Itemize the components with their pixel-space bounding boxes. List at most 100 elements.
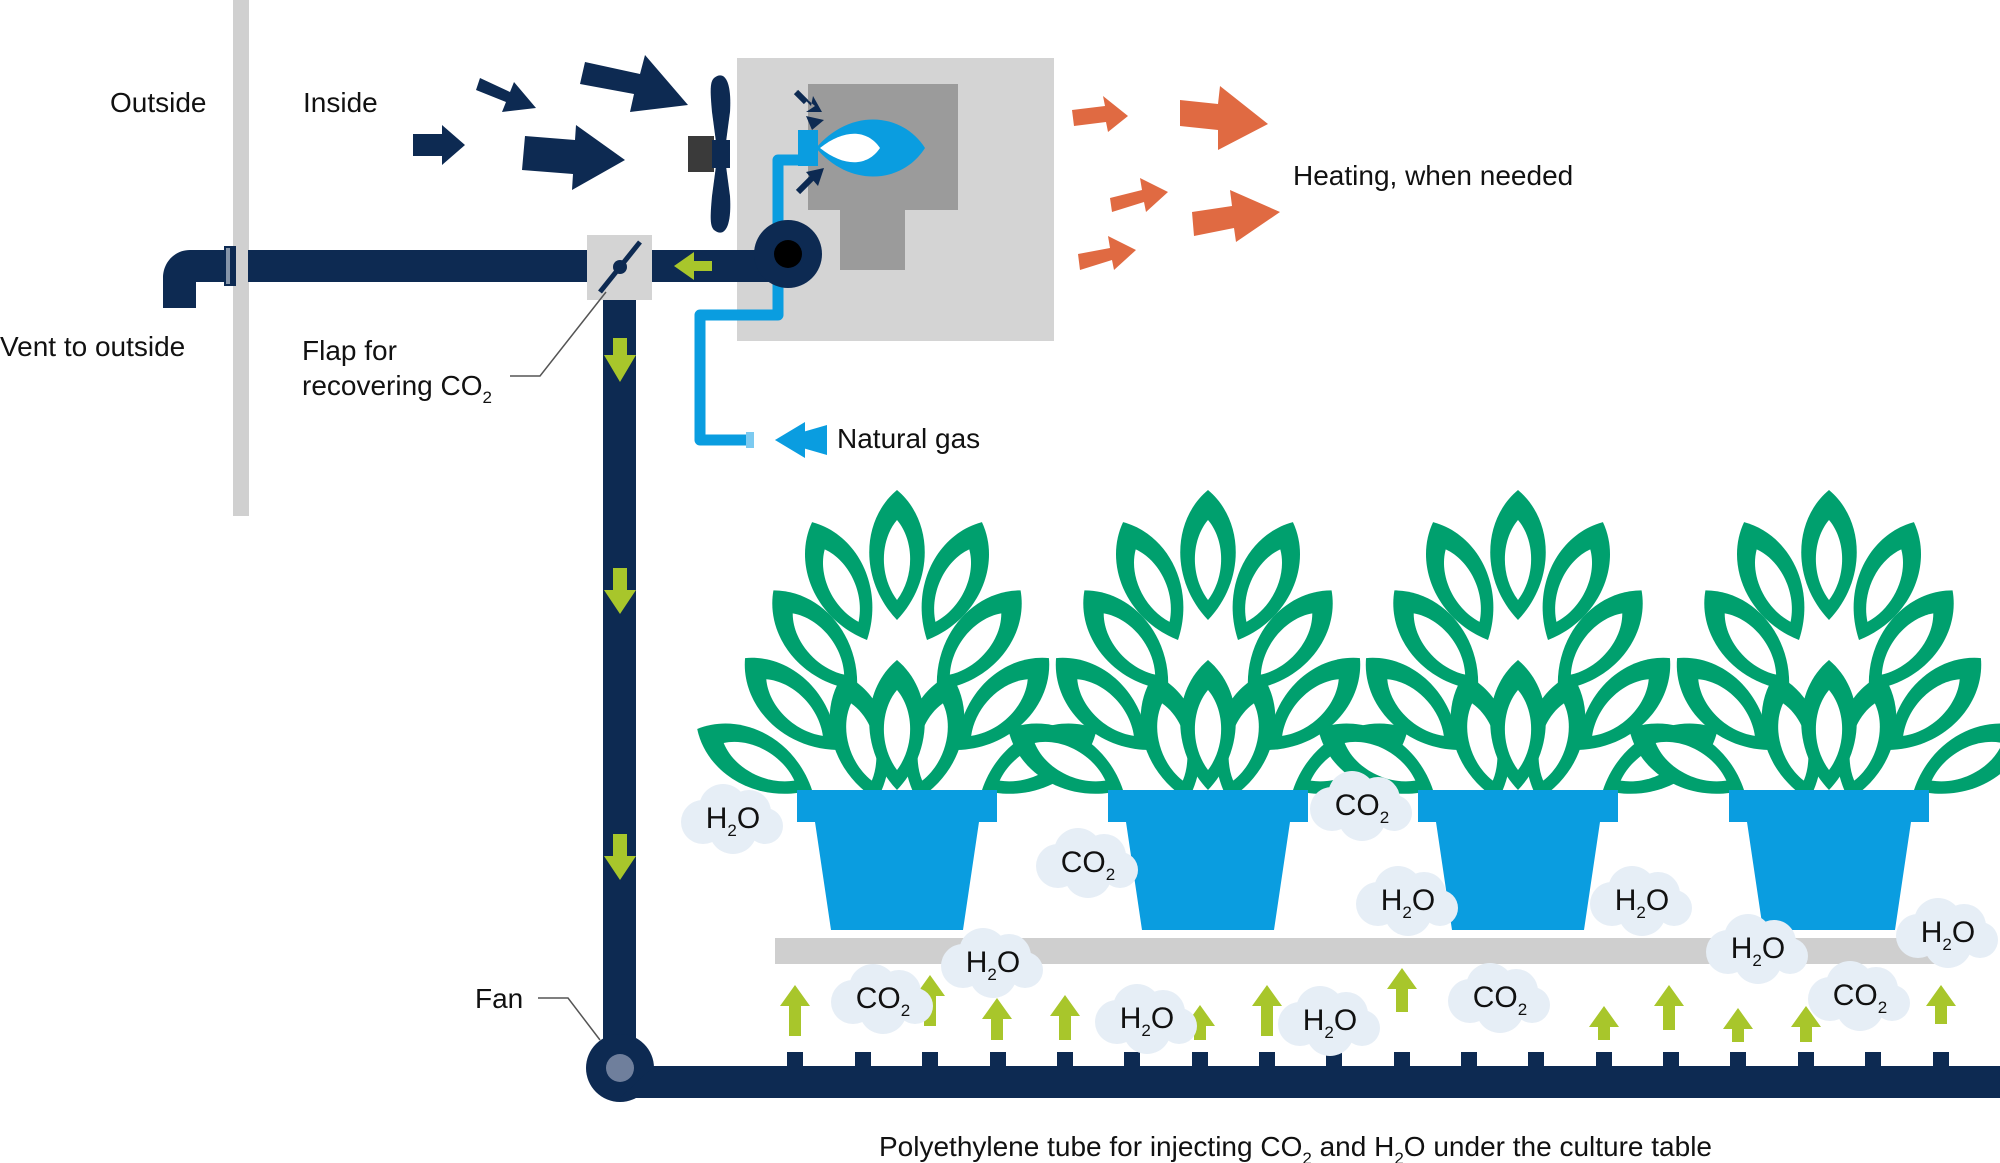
bottom-fan-icon	[606, 1054, 634, 1082]
caption-part-b: and H	[1312, 1131, 1395, 1162]
gas-formula-tail: O	[997, 946, 1020, 979]
gas-cloud: CO2	[1036, 828, 1138, 898]
gas-formula-base: H	[1921, 916, 1943, 949]
gas-formula-subscript: 2	[1878, 998, 1887, 1017]
co2-duct	[163, 246, 2000, 1102]
gas-formula-subscript: 2	[1380, 808, 1389, 827]
gas-formula-base: CO	[1061, 846, 1106, 879]
flap-label-text: recovering CO	[302, 370, 483, 401]
gas-formula-subscript: 2	[901, 1001, 910, 1020]
inlet-fan-icon	[688, 75, 731, 233]
gas-cloud: H2O	[1095, 984, 1197, 1054]
gas-cloud-label: H2O	[706, 802, 760, 840]
flap-label-line2: recovering CO2	[302, 370, 492, 407]
flap-label-sub: 2	[483, 388, 492, 407]
blower-icon	[754, 220, 822, 288]
gas-pipe-end	[746, 432, 754, 448]
heating-label: Heating, when needed	[1293, 160, 1573, 191]
cloud-puff	[969, 950, 1017, 998]
burner-air-arrows	[793, 89, 824, 195]
cloud-puff	[1384, 888, 1432, 936]
gas-formula-subscript: 2	[1752, 951, 1761, 970]
gas-cloud: H2O	[1590, 866, 1692, 936]
gas-cloud-label: H2O	[1615, 884, 1669, 922]
caption-part-c: O under the culture table	[1404, 1131, 1712, 1162]
gas-formula-tail: O	[737, 802, 760, 835]
caption-sub-2: 2	[1394, 1149, 1403, 1163]
plant-pot-4	[1616, 490, 2000, 930]
natural-gas-label: Natural gas	[837, 423, 980, 454]
gas-formula-subscript: 2	[1106, 865, 1115, 884]
gas-cloud-label: H2O	[1120, 1002, 1174, 1040]
gas-cloud-label: H2O	[1731, 932, 1785, 970]
gas-cloud-label: H2O	[1921, 916, 1975, 954]
gas-formula-subscript: 2	[1324, 1023, 1333, 1042]
cloud-puff	[1618, 888, 1666, 936]
gas-cloud: CO2	[1448, 963, 1550, 1033]
fan-leader-line	[538, 997, 601, 1041]
gas-formula-tail: O	[1151, 1002, 1174, 1035]
gas-cloud: H2O	[1356, 866, 1458, 936]
flap-leader-line	[510, 291, 607, 377]
flap-label-line1: Flap for	[302, 335, 397, 366]
gas-formula-tail: O	[1762, 932, 1785, 965]
gas-formula-base: H	[706, 802, 728, 835]
gas-cloud-label: CO2	[1833, 979, 1887, 1017]
cloud-puff	[1836, 983, 1884, 1031]
cloud-puff	[1306, 1008, 1354, 1056]
duct-flow-arrows	[604, 252, 712, 880]
gas-cloud: H2O	[1896, 898, 1998, 968]
gas-cloud: H2O	[941, 928, 1043, 998]
caption-sub-1: 2	[1302, 1149, 1311, 1163]
gas-cloud-label: CO2	[856, 982, 910, 1020]
caption: Polyethylene tube for injecting CO2 and …	[879, 1131, 1712, 1163]
gas-cloud-label: H2O	[1303, 1004, 1357, 1042]
gas-cloud: CO2	[1310, 771, 1412, 841]
cloud-puff	[709, 806, 757, 854]
plant-pot-3	[1305, 490, 1731, 930]
gas-cloud: CO2	[831, 964, 933, 1034]
gas-cloud-label: H2O	[1381, 884, 1435, 922]
natural-gas-arrow-shape	[775, 422, 827, 458]
cloud-puff	[1476, 985, 1524, 1033]
gas-formula-subscript: 2	[1518, 1000, 1527, 1019]
wall-duct-gap	[226, 248, 230, 284]
gas-formula-base: CO	[1473, 981, 1518, 1014]
gas-formula-base: H	[1615, 884, 1637, 917]
gas-formula-subscript: 2	[1636, 903, 1645, 922]
gas-formula-base: H	[1731, 932, 1753, 965]
cloud-puff	[1338, 793, 1386, 841]
vent-label: Vent to outside	[0, 331, 185, 362]
gas-formula-subscript: 2	[1402, 903, 1411, 922]
cloud-puff	[1064, 850, 1112, 898]
gas-formula-tail: O	[1412, 884, 1435, 917]
gas-formula-base: CO	[1335, 789, 1380, 822]
gas-cloud: H2O	[1278, 986, 1380, 1056]
gas-formula-tail: O	[1646, 884, 1669, 917]
cloud-puff	[1924, 920, 1972, 968]
natural-gas-pipe	[694, 154, 800, 446]
gas-formula-base: H	[1303, 1004, 1325, 1037]
air-intake-arrows	[413, 55, 688, 190]
gas-formula-base: CO	[856, 982, 901, 1015]
gas-cloud-label: H2O	[966, 946, 1020, 984]
gas-cloud: H2O	[1706, 914, 1808, 984]
caption-part-a: Polyethylene tube for injecting CO	[879, 1131, 1302, 1162]
burner-flame-icon	[798, 119, 925, 177]
outside-wall	[233, 0, 249, 516]
cloud-puff	[1123, 1006, 1171, 1054]
gas-cloud-label: CO2	[1335, 789, 1389, 827]
gas-formula-tail: O	[1334, 1004, 1357, 1037]
gas-formula-tail: O	[1952, 916, 1975, 949]
gas-formula-base: H	[1381, 884, 1403, 917]
gas-cloud-label: CO2	[1061, 846, 1115, 884]
gas-cloud-label: CO2	[1473, 981, 1527, 1019]
co2-recovery-flap	[587, 235, 652, 300]
gas-formula-base: CO	[1833, 979, 1878, 1012]
gas-formula-subscript: 2	[727, 821, 736, 840]
injection-nozzles	[787, 1052, 1949, 1068]
fan-label: Fan	[475, 983, 523, 1014]
gas-formula-subscript: 2	[987, 965, 996, 984]
